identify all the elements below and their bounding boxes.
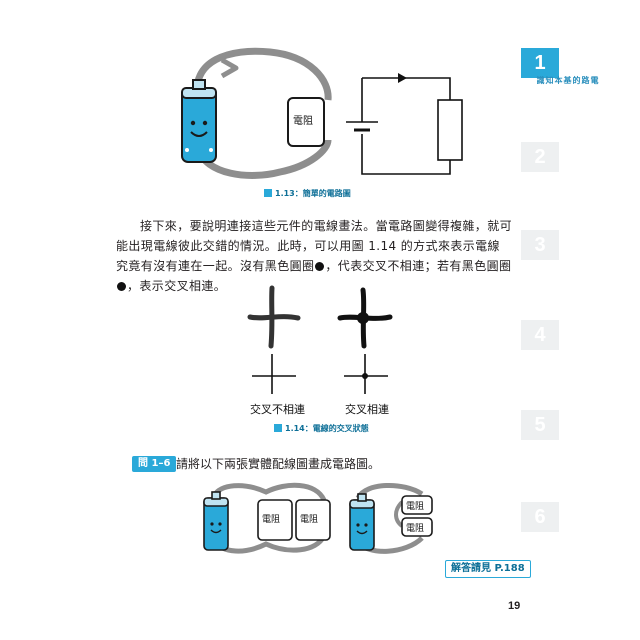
question-tag: 問 1–6	[132, 456, 177, 472]
figure-caption-1-13: 1.13：簡單的電路圖	[264, 188, 351, 199]
answer-reference: 解答請見 P.188	[445, 560, 531, 578]
question-text: 請將以下兩張實體配線圖畫成電路圖。	[176, 457, 381, 471]
circuit-diagram	[346, 73, 463, 175]
paragraph-text-3: ，表示交叉相連。	[127, 279, 227, 293]
crossing-not-connected-symbol	[252, 354, 296, 394]
chapter-tab-2[interactable]: 2	[521, 142, 559, 172]
paragraph-text-1: 接下來，要說明連接這些元件的電線畫法。當電路圖變得複雜，就可能出現電線彼此交錯的…	[116, 219, 513, 273]
chapter-number: 3	[521, 230, 559, 260]
hand-drawn-crossing-connected	[337, 287, 393, 349]
resistor-box-icon	[401, 517, 433, 537]
figure-1-14-drawing	[247, 285, 393, 394]
caption-marker	[264, 189, 272, 197]
resistor-label: 電阻	[406, 524, 425, 534]
chapter-number: 6	[521, 502, 559, 532]
figure-1-13-drawing	[181, 47, 332, 179]
caption-text: 1.14：電線的交叉狀態	[285, 424, 369, 433]
battery-icon	[181, 79, 217, 163]
resistor-box-icon	[401, 495, 433, 515]
page-number: 19	[508, 600, 521, 612]
wiring-diagram-a	[203, 482, 331, 554]
chapter-title: 電路的基本知識	[536, 76, 599, 84]
caption-text: 1.13：簡單的電路圖	[275, 189, 351, 198]
body-paragraph: 接下來，要說明連接這些元件的電線畫法。當電路圖變得複雜，就可能出現電線彼此交錯的…	[116, 216, 512, 296]
chapter-tab-1[interactable]: 1 電路的基本知識	[521, 48, 599, 84]
battery-icon	[203, 491, 229, 551]
label-not-connected: 交叉不相連	[250, 403, 305, 416]
resistor-box-icon	[295, 499, 331, 541]
chapter-number: 2	[521, 142, 559, 172]
resistor-box-icon	[287, 97, 325, 147]
chapter-tab-6[interactable]: 6	[521, 502, 559, 532]
resistor-label: 電阻	[293, 116, 313, 127]
resistor-box-icon	[257, 499, 293, 541]
caption-marker	[274, 424, 282, 432]
resistor-label: 電阻	[262, 515, 281, 525]
chapter-number: 5	[521, 410, 559, 440]
battery-icon	[349, 493, 375, 551]
wiring-diagram-b	[349, 482, 433, 554]
resistor-label: 電阻	[406, 502, 425, 512]
chapter-tab-3[interactable]: 3	[521, 230, 559, 260]
paragraph-text-2: ，代表交叉不相連；若有黑色圓圈	[325, 259, 512, 273]
chapter-number: 1	[521, 48, 559, 78]
label-connected: 交叉相連	[345, 403, 389, 416]
chapter-number: 4	[521, 320, 559, 350]
crossing-connected-symbol	[344, 354, 388, 394]
chapter-tab-4[interactable]: 4	[521, 320, 559, 350]
figure-caption-1-14: 1.14：電線的交叉狀態	[274, 423, 369, 434]
black-dot-icon	[315, 262, 325, 271]
hand-drawn-crossing-not-connected	[247, 285, 301, 349]
resistor-label: 電阻	[300, 515, 319, 525]
chapter-tab-5[interactable]: 5	[521, 410, 559, 440]
black-dot-icon	[117, 282, 126, 291]
